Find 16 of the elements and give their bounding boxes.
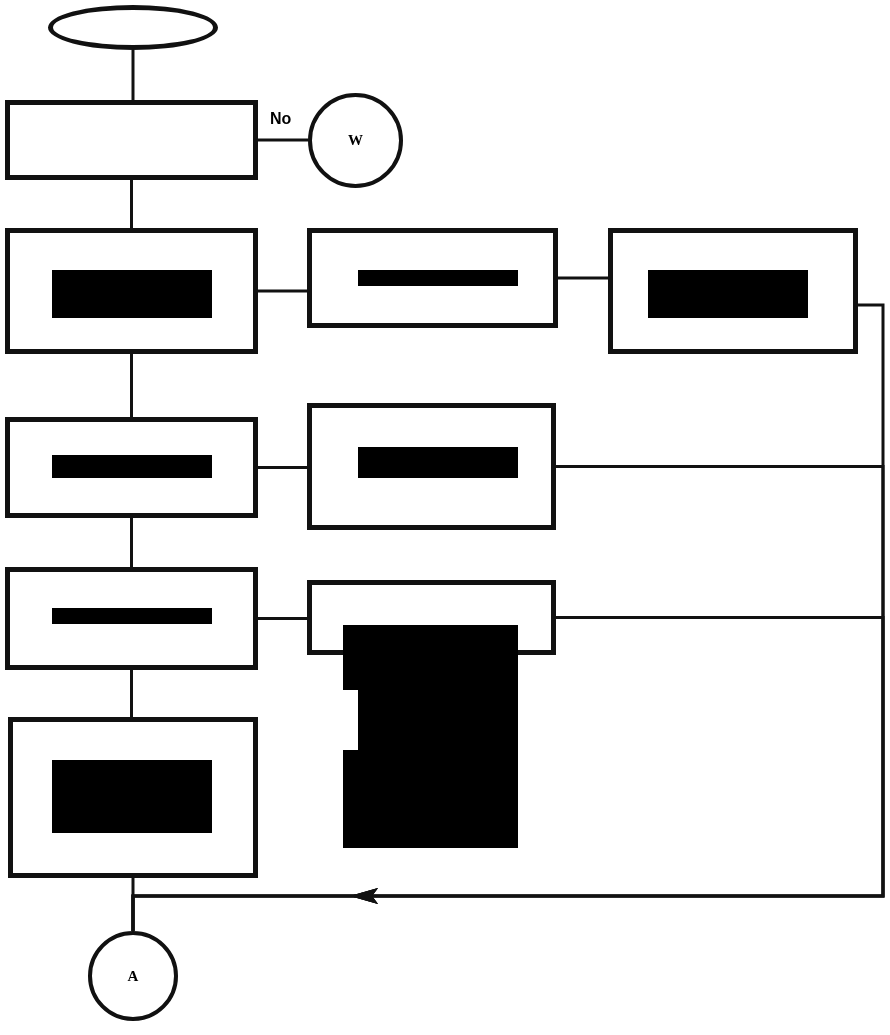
process-box [307,228,558,328]
connector-line [130,670,133,717]
connector-line [558,276,608,280]
connector-line [130,180,133,228]
connector-label: A [127,967,139,985]
connector-line [130,354,133,417]
connector-label: W [348,132,363,149]
connector-line [258,289,307,293]
connector-line [130,518,133,567]
process-box [5,567,258,670]
connector-line [258,138,308,142]
connector-line [131,50,135,100]
process-box [5,100,258,180]
connector-line [258,617,307,620]
connector-line [131,616,885,931]
connector-line [258,466,307,469]
